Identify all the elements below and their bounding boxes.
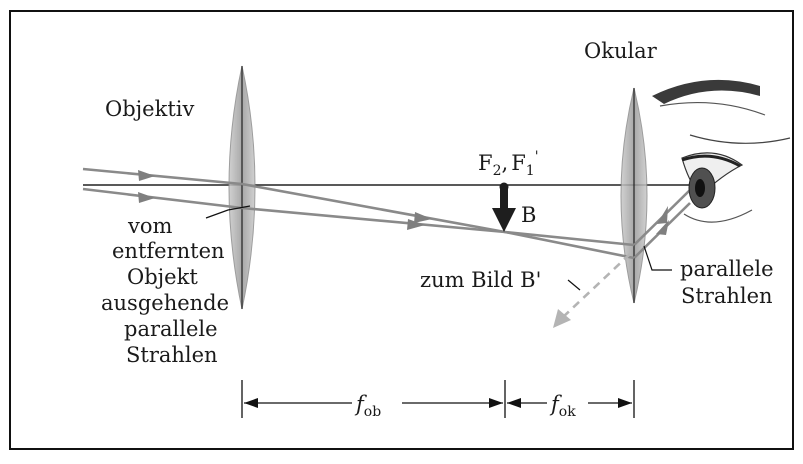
label-focal-points: F2,F1' bbox=[478, 149, 539, 179]
incoming-line-6: Strahlen bbox=[126, 343, 218, 367]
intermediate-image-arrow bbox=[492, 182, 516, 232]
objective-lens bbox=[228, 65, 256, 310]
incoming-line-2: entfernten bbox=[112, 239, 225, 263]
label-to-image: zum Bild B' bbox=[420, 268, 541, 292]
label-focus-F-sub: 2 bbox=[493, 163, 502, 179]
label-f-ok-f: f bbox=[549, 392, 562, 416]
label-f-ok: fok bbox=[549, 392, 576, 420]
outgoing-arrowheads bbox=[656, 206, 669, 235]
label-f-ob: fob bbox=[354, 392, 381, 420]
label-image-B: B bbox=[521, 203, 536, 227]
leader-lines bbox=[205, 205, 672, 291]
label-focus-comma: , bbox=[502, 151, 509, 175]
eye-illustration bbox=[652, 79, 791, 223]
label-focus-F1-sub: 1 bbox=[526, 163, 535, 179]
incoming-line-3: Objekt bbox=[127, 265, 198, 289]
ray-lower bbox=[82, 187, 635, 260]
dimension-arrowheads bbox=[244, 398, 632, 408]
ray-upper bbox=[82, 167, 635, 247]
label-focus-F1-prime: ' bbox=[535, 149, 539, 165]
eyepiece-lens bbox=[620, 87, 648, 304]
label-focus-F: F bbox=[478, 151, 493, 175]
virtual-image-ray bbox=[553, 253, 631, 328]
label-outgoing-rays: parallele Strahlen bbox=[680, 257, 774, 308]
outgoing-line-1: parallele bbox=[680, 257, 774, 281]
label-eyepiece: Okular bbox=[584, 39, 658, 63]
label-focus-F1: F bbox=[511, 151, 526, 175]
label-incoming-rays: vom entfernten Objekt ausgehende paralle… bbox=[101, 214, 229, 367]
ray-arrowheads bbox=[138, 170, 432, 230]
label-f-ok-sub: ok bbox=[559, 404, 576, 420]
label-objective: Objektiv bbox=[105, 97, 194, 121]
incoming-line-1: vom bbox=[127, 214, 173, 238]
label-f-ob-sub: ob bbox=[364, 404, 381, 420]
incoming-line-5: parallele bbox=[124, 317, 218, 341]
incoming-line-4: ausgehende bbox=[101, 291, 229, 315]
label-f-ob-f: f bbox=[354, 392, 367, 416]
incoming-rays bbox=[82, 167, 635, 260]
outgoing-line-2: Strahlen bbox=[681, 284, 773, 308]
